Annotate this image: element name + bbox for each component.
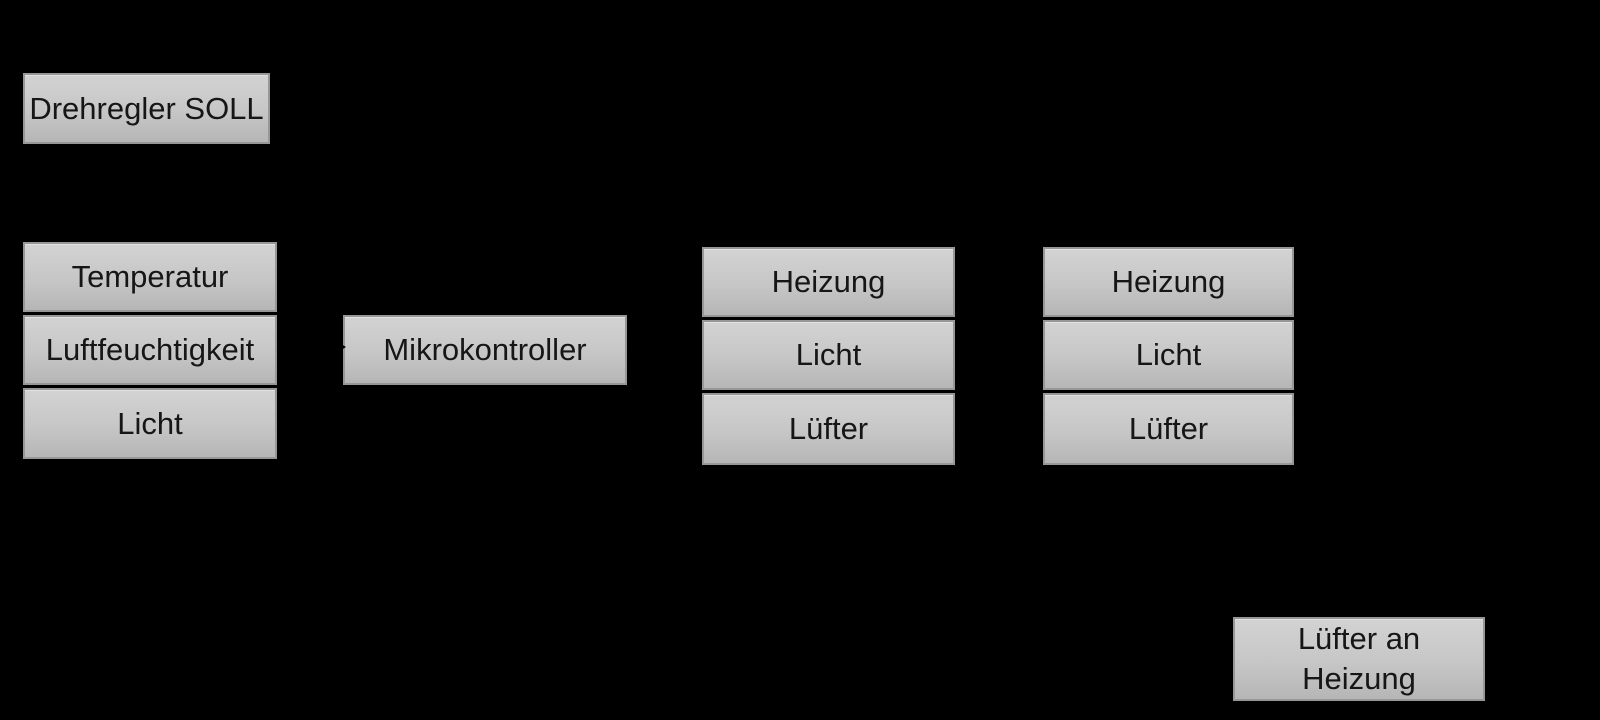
node-column2-luefter: Lüfter: [1043, 393, 1294, 465]
node-luefter-an-heizung: Lüfter an Heizung: [1233, 617, 1485, 701]
node-column1-luefter-label: Lüfter: [788, 411, 869, 447]
node-column1-heizung-label: Heizung: [771, 264, 886, 300]
node-temperatur-label: Temperatur: [71, 259, 229, 295]
node-drehregler-soll-label: Drehregler SOLL: [29, 90, 264, 126]
node-luftfeuchtigkeit-label: Luftfeuchtigkeit: [45, 332, 255, 368]
node-column1-heizung: Heizung: [702, 247, 955, 317]
arrow-tail-fragment-icon: [272, 103, 279, 111]
node-temperatur: Temperatur: [23, 242, 277, 312]
node-mikrokontroller-label: Mikrokontroller: [383, 332, 587, 368]
node-luefter-an-heizung-line1: Lüfter an: [1297, 620, 1421, 656]
node-luftfeuchtigkeit: Luftfeuchtigkeit: [23, 315, 277, 385]
node-column2-licht-label: Licht: [1135, 337, 1202, 373]
node-column2-luefter-label: Lüfter: [1128, 411, 1209, 447]
arrowhead-fragment-icon: [336, 341, 346, 353]
node-mikrokontroller: Mikrokontroller: [343, 315, 627, 385]
node-luefter-an-heizung-line2: Heizung: [1302, 661, 1416, 696]
node-column2-heizung: Heizung: [1043, 247, 1294, 317]
node-column1-licht: Licht: [702, 320, 955, 390]
node-column2-heizung-label: Heizung: [1111, 264, 1226, 300]
node-column1-licht-label: Licht: [795, 337, 862, 373]
node-column1-luefter: Lüfter: [702, 393, 955, 465]
node-drehregler-soll: Drehregler SOLL: [23, 73, 270, 144]
node-licht-sensor-label: Licht: [117, 405, 183, 441]
node-column2-licht: Licht: [1043, 320, 1294, 390]
node-licht-sensor: Licht: [23, 388, 277, 459]
